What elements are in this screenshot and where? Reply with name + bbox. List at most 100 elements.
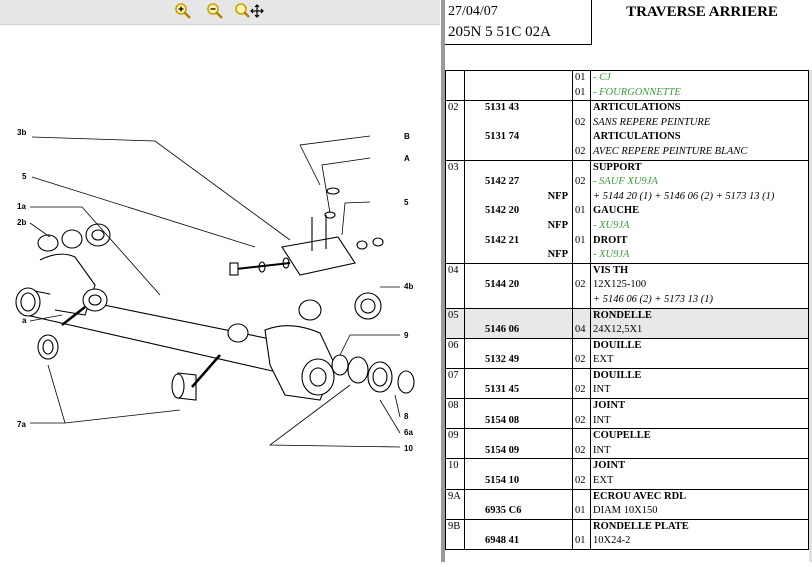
group-number: 06 (448, 339, 459, 351)
zoom-in-icon[interactable] (174, 2, 192, 20)
part-reference[interactable]: 6935 C6 (485, 505, 522, 517)
label-3b: 3b (17, 128, 26, 137)
part-reference (465, 429, 572, 444)
part-quantity: 02 (575, 354, 586, 366)
scrollbar[interactable] (809, 70, 812, 562)
label-5-left: 5 (22, 172, 27, 181)
part-name: RONDELLE (593, 309, 652, 321)
part-name: DROIT (593, 234, 628, 246)
part-quantity: 01 (575, 86, 586, 98)
part-quantity (573, 219, 590, 234)
part-name: SUPPORT (593, 161, 642, 173)
part-reference[interactable]: 5154 10 (485, 475, 520, 487)
part-reference[interactable]: 5131 74 (485, 131, 520, 143)
part-reference (465, 520, 572, 535)
part-spec: INT (593, 444, 611, 456)
image-toolbar (0, 0, 440, 25)
part-spec: + 5146 06 (2) + 5173 13 (1) (593, 293, 714, 305)
label-a: a (22, 316, 27, 325)
part-spec: 10X24-2 (593, 535, 631, 547)
label-2b: 2b (17, 218, 26, 227)
group-number: 9B (448, 520, 461, 532)
part-spec: 12X125-100 (593, 279, 647, 291)
part-quantity: 02 (575, 116, 586, 128)
part-reference (465, 399, 572, 414)
part-reference[interactable]: 5142 20 (485, 205, 520, 217)
part-quantity (573, 490, 590, 505)
part-reference (465, 71, 572, 86)
part-reference[interactable]: 5132 49 (485, 354, 520, 366)
part-quantity: 02 (575, 279, 586, 291)
variant-note: - CJ (593, 72, 611, 83)
group-number: 9A (448, 490, 461, 502)
exploded-parts-diagram[interactable]: 3b 5 1a 2b a 7a B A 5 4b 9 8 6a 10 (0, 25, 440, 562)
part-reference (465, 116, 572, 131)
part-name: ECROU AVEC RDL (593, 490, 687, 502)
part-quantity: 02 (575, 384, 586, 396)
part-quantity (573, 399, 590, 414)
part-spec: INT (593, 414, 611, 426)
part-quantity: 01 (575, 535, 586, 547)
part-reference[interactable]: 5144 20 (485, 279, 520, 291)
panel-divider[interactable] (441, 0, 445, 562)
part-spec: EXT (593, 354, 614, 366)
parts-panel: 27/04/07 205N 5 51C 02A TRAVERSE ARRIERE… (445, 0, 812, 562)
part-reference[interactable]: 5142 27 (485, 176, 520, 188)
header-date: 27/04/07 (448, 4, 498, 19)
parts-row[interactable]: 01 01 - CJ - FOURGONNETTE (445, 69, 809, 102)
part-quantity (573, 161, 590, 176)
part-name: ARTICULATIONS (593, 102, 681, 114)
part-reference (465, 264, 572, 279)
part-reference[interactable]: 5142 21 (485, 234, 520, 246)
variant-note: - FOURGONNETTE (593, 86, 681, 98)
part-quantity (573, 429, 590, 444)
group-number: 04 (448, 264, 459, 276)
part-spec: INT (593, 384, 611, 396)
part-quantity (573, 101, 590, 116)
label-8: 8 (404, 412, 409, 421)
group-number (448, 71, 464, 86)
zoom-move-icon[interactable] (234, 2, 264, 20)
part-reference[interactable]: 5154 08 (485, 414, 520, 426)
variant-note: - XU9JA (593, 249, 630, 261)
part-quantity: 01 (575, 505, 586, 517)
header-info: 27/04/07 205N 5 51C 02A (445, 0, 592, 45)
header-spacer (445, 44, 812, 71)
label-A: A (404, 154, 410, 163)
diagram-panel: 3b 5 1a 2b a 7a B A 5 4b 9 8 6a 10 (0, 0, 440, 562)
header-reference: 205N 5 51C 02A (448, 24, 551, 40)
part-quantity (573, 520, 590, 535)
part-quantity (573, 459, 590, 474)
part-spec: SANS REPERE PEINTURE (593, 116, 711, 128)
part-reference (465, 293, 572, 308)
part-reference[interactable]: 5131 45 (485, 384, 520, 396)
part-reference (465, 459, 572, 474)
part-quantity: 02 (575, 176, 586, 188)
part-quantity (573, 369, 590, 384)
group-number: 07 (448, 369, 459, 381)
part-reference[interactable]: 6948 41 (485, 535, 520, 547)
part-quantity: 01 (575, 72, 586, 83)
zoom-out-icon[interactable] (206, 2, 224, 20)
part-reference[interactable]: 5146 06 (485, 324, 520, 336)
nfp-flag: NFP (547, 219, 568, 231)
part-quantity (573, 309, 590, 324)
part-quantity: 02 (575, 145, 586, 157)
part-name: JOINT (593, 400, 626, 412)
part-reference (465, 86, 572, 101)
part-reference[interactable]: 5154 09 (485, 444, 520, 456)
part-reference[interactable]: 5131 43 (485, 102, 520, 114)
nfp-flag: NFP (547, 249, 568, 261)
